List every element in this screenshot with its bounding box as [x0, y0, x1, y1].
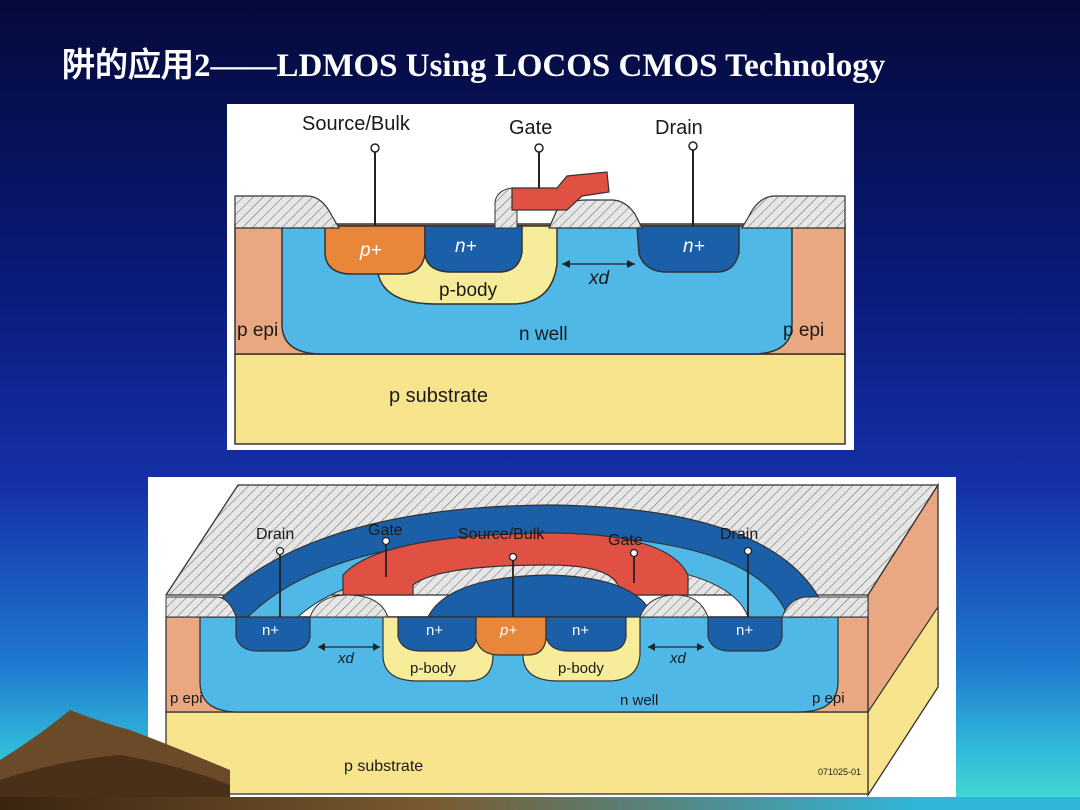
field-oxide-2: [309, 594, 389, 618]
drain-terminal-node: [688, 141, 698, 151]
p-body-right-label: p-body: [558, 660, 604, 677]
source-bulk-label: Source/Bulk: [302, 113, 411, 135]
p-epi-left-label: p epi: [170, 690, 203, 707]
p-epi-right-label: p epi: [783, 320, 824, 341]
gate-left-node: [381, 536, 391, 546]
gate-terminal-node: [534, 143, 544, 153]
p-substrate-region: [165, 711, 869, 795]
p-epi-left-label: p epi: [237, 320, 278, 341]
n-well-label: n well: [620, 692, 658, 709]
source-ring-top: [427, 574, 654, 618]
p-plus-region: [475, 616, 547, 656]
slide-title: 阱的应用2——LDMOS Using LOCOS CMOS Technology: [62, 48, 886, 84]
source-bulk-label: Source/Bulk: [458, 526, 545, 543]
drain-left-node: [275, 546, 285, 556]
mountain-decoration: [0, 710, 230, 810]
n-plus-3-region: [545, 616, 627, 652]
p-substrate-label: p substrate: [344, 758, 423, 775]
gate-right-node: [629, 548, 639, 558]
n-plus-4-region: [707, 616, 783, 652]
drain-right-label: Drain: [720, 526, 758, 543]
n-plus-right-label: n+: [683, 236, 705, 257]
n-plus-3-label: n+: [572, 622, 589, 639]
p-substrate-label: p substrate: [389, 385, 488, 407]
drain-right-node: [743, 546, 753, 556]
p-substrate-region: [234, 353, 846, 445]
p-plus-label: p+: [359, 240, 382, 261]
n-plus-4-label: n+: [736, 622, 753, 639]
ldmos-cross-section-diagram: Source/Bulk Gate Drain p+ n+ n+ p-body x…: [227, 104, 854, 450]
field-oxide-3: [639, 594, 709, 618]
n-plus-1-label: n+: [262, 622, 279, 639]
n-plus-2-label: n+: [426, 622, 443, 639]
gate-electrode: [511, 171, 610, 211]
n-well-region: [199, 616, 839, 713]
p-body-label: p-body: [439, 280, 498, 301]
xd-label: xd: [588, 268, 611, 289]
figure-code: 071025-01: [818, 767, 861, 777]
p-plus-region: [324, 225, 426, 275]
gate-left-label: Gate: [368, 522, 403, 539]
gate-right-label: Gate: [608, 532, 643, 549]
n-plus-1-region: [235, 616, 311, 652]
ldmos-cross-section-svg: Source/Bulk Gate Drain p+ n+ n+ p-body x…: [234, 113, 846, 445]
ldmos-3d-svg: Drain Gate Source/Bulk Gate Drain n+ n+ …: [164, 482, 940, 797]
xd-left-label: xd: [337, 650, 355, 667]
field-oxide-left: [234, 195, 341, 229]
bottom-ground-strip: [0, 797, 1080, 810]
ldmos-3d-diagram: Drain Gate Source/Bulk Gate Drain n+ n+ …: [148, 477, 956, 797]
field-oxide-right: [740, 195, 846, 229]
n-plus-left-label: n+: [455, 236, 477, 257]
gate-label: Gate: [509, 117, 552, 139]
n-plus-right-region: [636, 225, 740, 273]
drain-left-label: Drain: [256, 526, 294, 543]
source-node: [508, 552, 518, 562]
xd-right-label: xd: [669, 650, 687, 667]
p-plus-label: p+: [499, 622, 517, 639]
p-body-left-label: p-body: [410, 660, 456, 677]
field-oxide-right: [781, 596, 869, 618]
source-terminal-node: [370, 143, 380, 153]
drain-label: Drain: [655, 117, 703, 139]
p-epi-right-label: p epi: [812, 690, 845, 707]
field-oxide-left: [165, 596, 237, 618]
n-plus-left-region: [424, 225, 523, 273]
n-well-label: n well: [519, 324, 568, 345]
gate-ring: [342, 532, 689, 596]
